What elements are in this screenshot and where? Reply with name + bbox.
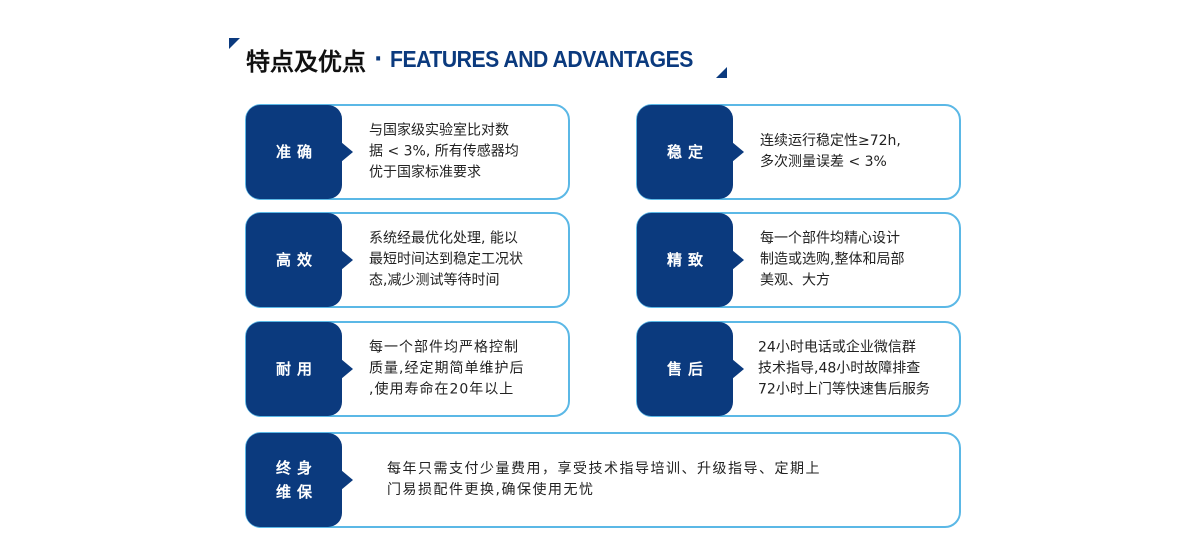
desc-line: 72小时上门等快速售后服务 (758, 381, 930, 398)
desc-line: 美观、大方 (760, 272, 830, 289)
feature-tag-label: 高效 (275, 251, 318, 269)
desc-line: 24小时电话或企业微信群 (758, 339, 916, 356)
desc-line: 技术指导,48小时故障排查 (758, 360, 921, 377)
desc-line: 与国家级实验室比对数 (369, 122, 509, 139)
feature-card-refined: 精致 每一个部件均精心设计制造或选购,整体和局部美观、大方 (636, 212, 961, 308)
desc-line: 每年只需支付少量费用，享受技术指导培训、升级指导、定期上 (387, 461, 821, 477)
feature-description: 每一个部件均严格控制质量,经定期简单维护后 ,使用寿命在20年以上 (369, 338, 558, 401)
page-title: 特点及优点 · FEATURES AND ADVANTAGES (246, 42, 720, 77)
desc-line: 态,减少测试等待时间 (369, 272, 500, 289)
feature-tag: 精致 (637, 213, 744, 307)
feature-card-efficient: 高效 系统经最优化处理, 能以最短时间达到稳定工况状态,减少测试等待时间 (245, 212, 570, 308)
feature-tag-label: 终身维保 (270, 456, 318, 504)
feature-description: 每一个部件均精心设计制造或选购,整体和局部美观、大方 (760, 229, 949, 292)
feature-tag: 高效 (246, 213, 353, 307)
desc-line: 系统经最优化处理, 能以 (369, 230, 518, 247)
desc-line: 优于国家标准要求 (369, 164, 481, 181)
title-en: FEATURES AND ADVANTAGES (390, 46, 694, 72)
title-separator: · (374, 47, 383, 72)
feature-description: 与国家级实验室比对数据 < 3%, 所有传感器均优于国家标准要求 (369, 121, 558, 184)
desc-line: 最短时间达到稳定工况状 (369, 251, 523, 268)
desc-line: 每一个部件均精心设计 (760, 230, 900, 247)
desc-line: 制造或选购,整体和局部 (760, 251, 905, 268)
feature-tag-label: 稳定 (666, 143, 709, 161)
desc-line: 据 < 3%, 所有传感器均 (369, 143, 519, 160)
feature-tag-label: 精致 (666, 251, 709, 269)
feature-tag: 售后 (637, 322, 744, 416)
feature-tag: 稳定 (637, 105, 744, 199)
feature-description: 每年只需支付少量费用，享受技术指导培训、升级指导、定期上门易损配件更换,确保使用… (387, 459, 949, 501)
feature-card-stable: 稳定 连续运行稳定性≥72h, 多次测量误差 < 3% (636, 104, 961, 200)
desc-line: ,使用寿命在20年以上 (369, 381, 515, 398)
tag-line: 终身 (275, 459, 318, 477)
feature-tag-label: 耐用 (275, 360, 318, 378)
feature-card-accurate: 准确 与国家级实验室比对数据 < 3%, 所有传感器均优于国家标准要求 (245, 104, 570, 200)
desc-line: 连续运行稳定性≥72h, (760, 133, 901, 149)
feature-tag-label: 售后 (666, 360, 709, 378)
feature-tag: 耐用 (246, 322, 353, 416)
desc-line: 多次测量误差 < 3% (760, 154, 887, 170)
desc-line: 质量,经定期简单维护后 (369, 360, 525, 377)
feature-card-after-sales: 售后 24小时电话或企业微信群技术指导,48小时故障排查 72小时上门等快速售后服… (636, 321, 961, 417)
feature-card-durable: 耐用 每一个部件均严格控制质量,经定期简单维护后 ,使用寿命在20年以上 (245, 321, 570, 417)
feature-card-lifetime-maintenance: 终身维保 每年只需支付少量费用，享受技术指导培训、升级指导、定期上门易损配件更换… (245, 432, 961, 528)
desc-line: 门易损配件更换,确保使用无忧 (387, 482, 595, 498)
feature-description: 24小时电话或企业微信群技术指导,48小时故障排查 72小时上门等快速售后服务 (758, 338, 949, 401)
feature-description: 连续运行稳定性≥72h, 多次测量误差 < 3% (760, 131, 949, 173)
feature-tag: 准确 (246, 105, 353, 199)
feature-tag: 终身维保 (246, 433, 353, 527)
corner-decoration (716, 67, 727, 78)
desc-line: 每一个部件均严格控制 (369, 339, 519, 356)
feature-tag-label: 准确 (275, 143, 318, 161)
feature-description: 系统经最优化处理, 能以最短时间达到稳定工况状态,减少测试等待时间 (369, 229, 558, 292)
tag-line: 维保 (275, 483, 318, 501)
title-cn: 特点及优点 (246, 48, 366, 76)
corner-decoration (229, 38, 240, 49)
